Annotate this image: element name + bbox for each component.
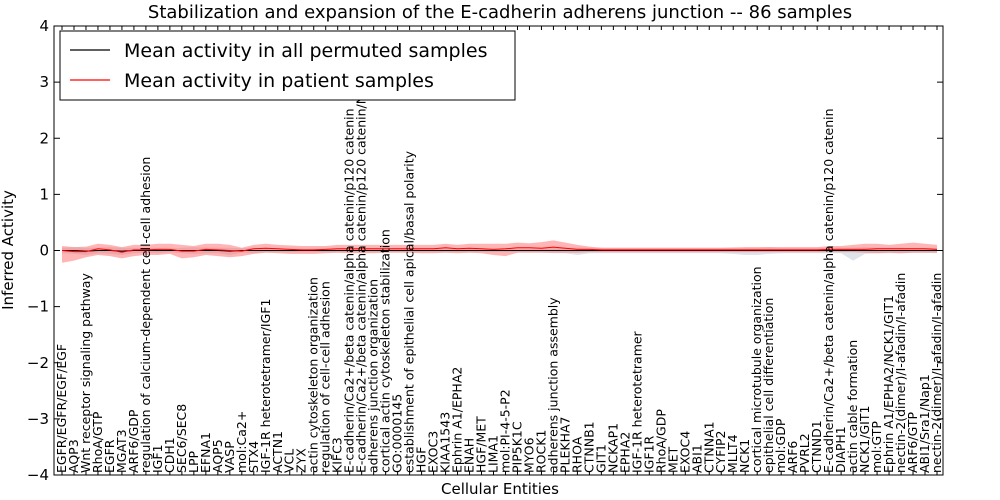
- x-tick-label: Ephrin A1/EPHA2/NCK1/GIT1: [881, 295, 896, 473]
- y-tick-label: 3: [39, 73, 49, 91]
- x-tick-label: ARF6/GDP: [126, 409, 141, 473]
- y-axis-label: Inferred Activity: [0, 190, 17, 310]
- x-tick-label: RhoA/GTP: [90, 411, 105, 473]
- x-tick-label: ABI1: [689, 444, 704, 473]
- x-tick-label: VCL: [282, 449, 297, 473]
- x-tick-label: ZYX: [294, 448, 309, 473]
- y-tick-label: 1: [39, 185, 49, 203]
- legend-box: [59, 30, 516, 101]
- x-tick-label: LPP: [186, 450, 201, 473]
- x-tick-label: adherens junction organization: [366, 279, 381, 473]
- x-tick-label: Ephrin A1/EPHA2: [450, 367, 465, 473]
- x-tick-label: PVRL2: [797, 433, 812, 473]
- y-tick-label: 0: [39, 242, 49, 260]
- x-tick-label: EFNA1: [198, 432, 213, 473]
- x-tick-label: E-cadherin/Ca2+/beta catenin/alpha caten…: [354, 52, 369, 473]
- x-tick-label: nectin-2(dimer)/I-afadin/I-afadin: [929, 273, 944, 473]
- x-tick-label: E-cadherin/Ca2+/beta catenin/alpha caten…: [342, 108, 357, 473]
- x-tick-label: mol:PI-4-5-P2: [498, 389, 513, 473]
- x-axis-label: Cellular Entities: [441, 480, 559, 498]
- x-tick-label: KIAA1543: [438, 412, 453, 473]
- x-tick-label: MGAT3: [114, 429, 129, 473]
- x-tick-label: DIAPH1: [833, 426, 848, 473]
- x-tick-label: GIT1: [593, 444, 608, 473]
- x-tick-label: ABI1/Sra1/Nap1: [917, 374, 932, 473]
- x-tick-label: MET: [665, 446, 680, 473]
- series-line-2: [61, 246, 938, 253]
- x-tick-label: EGFR/EGFR/EGF/EGF: [54, 344, 69, 473]
- x-tick-label: ACTN1: [270, 431, 285, 473]
- x-tick-label: VASP: [222, 441, 237, 473]
- x-tick-label: EGFR: [102, 439, 117, 473]
- x-tick-label: adherens junction assembly: [545, 297, 560, 473]
- x-tick-label: epithelial cell differentiation: [761, 298, 776, 473]
- x-tick-label: EXOC3: [426, 431, 441, 473]
- chart-title: Stabilization and expansion of the E-cad…: [148, 2, 852, 23]
- x-tick-label: E-cadherin/Ca2+/beta catenin/alpha caten…: [821, 108, 836, 473]
- x-tick-label: CYFIP2: [713, 430, 728, 473]
- x-tick-label: ARF6: [785, 441, 800, 473]
- x-tick-label: regulation of calcium-dependent cell-cel…: [138, 157, 153, 473]
- x-tick-label: mol:GTP: [869, 421, 884, 473]
- x-tick-label: CTNNA1: [701, 421, 716, 473]
- confidence-band-series-2: [62, 240, 937, 263]
- x-tick-label: actin cytoskeleton organization: [306, 277, 321, 473]
- y-axis: −4 −3 −2 −1 0 1 2 3 4: [27, 17, 943, 484]
- x-tick-label: actin cable formation: [845, 340, 860, 473]
- series-line-1: [62, 250, 937, 252]
- x-tick-label: CTNND1: [809, 420, 824, 473]
- x-axis-ticks: [61, 26, 938, 475]
- y-tick-label: −1: [27, 298, 49, 316]
- x-tick-label: CTNNB1: [581, 421, 596, 473]
- series-lines: [61, 246, 938, 253]
- x-tick-label: KIFC3: [330, 437, 345, 473]
- x-tick-label: MLLT4: [725, 434, 740, 473]
- x-tick-label: GO:0000145: [390, 394, 405, 473]
- x-tick-label: NCKAP1: [605, 423, 620, 473]
- legend-label-series-2: Mean activity in patient samples: [124, 70, 434, 92]
- y-tick-label: −2: [27, 354, 49, 372]
- x-tick-label: RHOA: [569, 436, 584, 473]
- x-tick-label: nectin-2(dimer)/I-afadin/I-afadin: [893, 273, 908, 473]
- x-tick-label: Wnt receptor signaling pathway: [78, 273, 93, 473]
- x-tick-label: MYO6: [522, 437, 537, 473]
- x-tick-label: LIMA1: [486, 435, 501, 473]
- legend-label-series-1: Mean activity in all permuted samples: [124, 40, 487, 62]
- x-tick-label: EPHA2: [617, 432, 632, 473]
- x-tick-label: RhoA/GDP: [653, 409, 668, 473]
- legend: Mean activity in all permuted samplesMea…: [59, 30, 516, 101]
- x-tick-label: IGF-1R heterotetramer/IGF1: [258, 299, 273, 473]
- x-tick-label: EXOC4: [677, 431, 692, 473]
- x-tick-label: ENAH: [462, 438, 477, 473]
- y-tick-label: 2: [39, 129, 49, 147]
- x-tick-label: HGF/MET: [474, 416, 489, 473]
- y-tick-label: −4: [27, 466, 49, 484]
- x-tick-label: AQP5: [210, 439, 225, 473]
- x-tick-label: ROCK1: [534, 430, 549, 473]
- x-tick-label: mol:Ca2+: [234, 411, 249, 473]
- x-tick-label: regulation of cell-cell adhesion: [318, 281, 333, 473]
- x-tick-label: NCK1/GIT1: [857, 406, 872, 473]
- x-tick-label: CDH1: [162, 437, 177, 473]
- x-tick-label: PLEKHA7: [557, 416, 572, 473]
- x-tick-label: IGF1: [150, 444, 165, 473]
- x-tick-label: IGF-1R heterotetramer: [629, 330, 644, 473]
- x-tick-label: HGF: [414, 447, 429, 473]
- x-tick-label: IGF1R: [641, 435, 656, 473]
- x-tick-label: mol:GDP: [773, 418, 788, 473]
- y-tick-label: −3: [27, 410, 49, 428]
- x-tick-label: SEC6/SEC8: [174, 404, 189, 473]
- y-tick-label: 4: [39, 17, 49, 35]
- x-tick-label: cortical actin cytoskeleton stabilizatio…: [378, 229, 393, 473]
- x-tick-label: establishment of epithelial cell apical/…: [402, 150, 417, 473]
- x-tick-label: cortical microtubule organization: [749, 266, 764, 473]
- x-tick-label: STX4: [246, 441, 261, 473]
- x-tick-label: PIP5K1C: [510, 421, 525, 473]
- x-tick-label: AQP3: [66, 439, 81, 473]
- x-tick-label: NCK1: [737, 439, 752, 473]
- x-tick-label: ARF6/GTP: [905, 412, 920, 473]
